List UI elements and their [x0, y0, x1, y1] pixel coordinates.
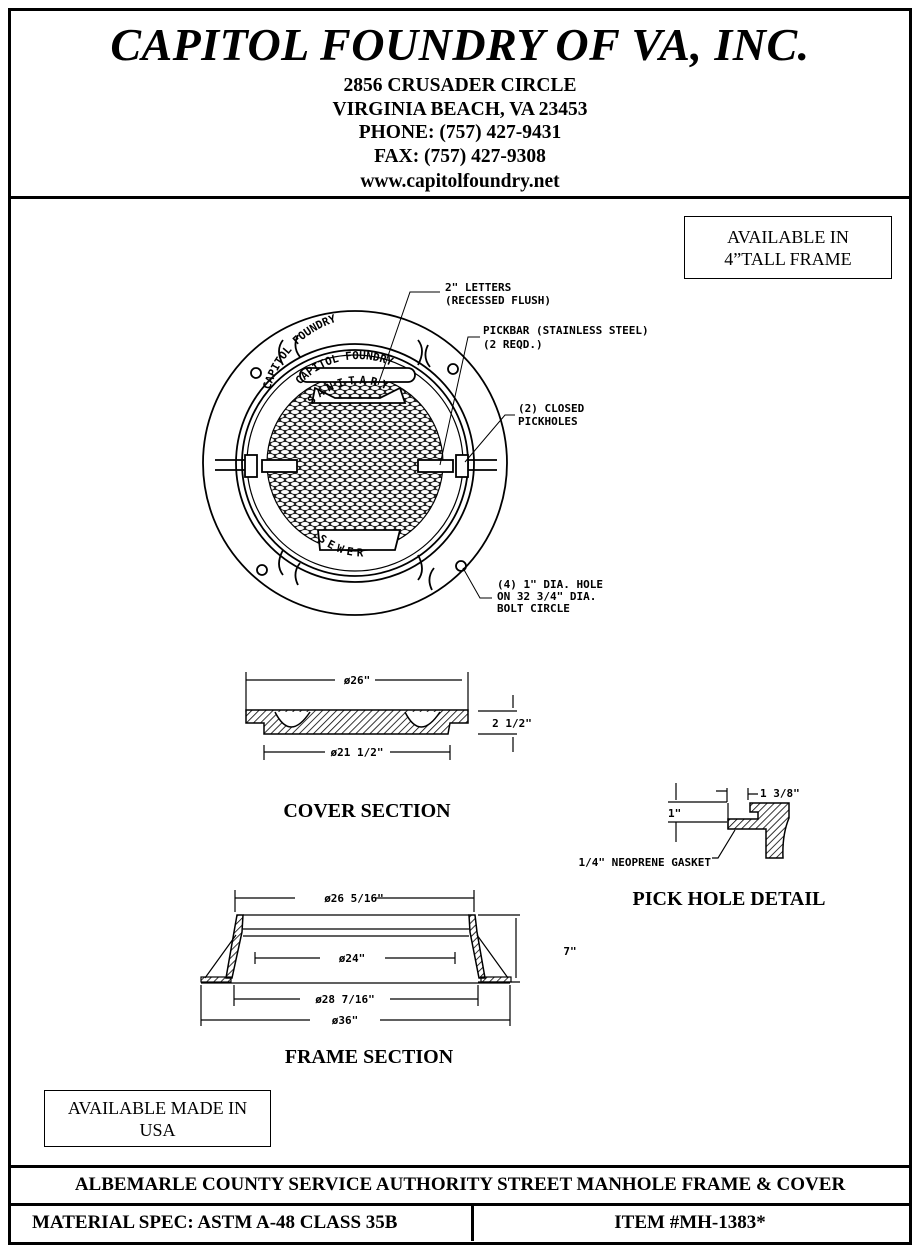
cover-dim-bottom: ø21 1/2": [331, 746, 384, 759]
footer-divider: [8, 1165, 912, 1168]
pick-dim-width: 1 3/8": [760, 787, 800, 800]
cover-section-drawing: [245, 672, 517, 760]
cover-section-title: COVER SECTION: [283, 800, 451, 822]
tall-frame-note-line2: 4”TALL FRAME: [724, 248, 852, 269]
cover-dim-top: ø26": [344, 674, 371, 687]
website-link[interactable]: www.capitolfoundry.net: [360, 171, 560, 192]
frame-dim-inner: ø24": [339, 952, 366, 965]
pick-dim-height: 1": [668, 807, 681, 820]
frame-dim-base: ø28 7/16": [315, 993, 375, 1006]
callout-letters-1: 2" LETTERS: [445, 281, 511, 294]
tall-frame-note-line1: AVAILABLE IN: [727, 226, 849, 247]
made-in-usa-line1: AVAILABLE MADE IN: [67, 1097, 248, 1118]
tall-frame-note: AVAILABLE IN 4”TALL FRAME: [684, 216, 892, 279]
frame-dim-top: ø26 5/16": [324, 892, 384, 905]
page-border: [8, 8, 912, 1245]
callout-holes-2: ON 32 3/4" DIA.: [497, 590, 596, 603]
callout-pickbar-2: (2 REQD.): [483, 338, 543, 351]
item-number: ITEM #MH-1383*: [614, 1212, 766, 1233]
material-spec: MATERIAL SPEC: ASTM A-48 CLASS 35B: [32, 1212, 398, 1233]
phone: PHONE: (757) 427-9431: [358, 122, 562, 143]
pick-hole-detail-drawing: [668, 783, 790, 859]
callout-holes-1: (4) 1" DIA. HOLE: [497, 578, 603, 591]
made-in-usa-line2: USA: [139, 1119, 176, 1140]
callout-pickholes-1: (2) CLOSED: [518, 402, 585, 415]
callout-pickbar-1: PICKBAR (STAINLESS STEEL): [483, 324, 649, 337]
product-description: ALBEMARLE COUNTY SERVICE AUTHORITY STREE…: [74, 1174, 846, 1195]
frame-dim-flange: ø36": [332, 1014, 359, 1027]
pick-gasket-label: 1/4" NEOPRENE GASKET: [579, 856, 712, 869]
header-divider: [8, 196, 912, 199]
footer-column-divider: [471, 1203, 474, 1241]
frame-dim-height: 7": [563, 945, 576, 958]
address-line-2: VIRGINIA BEACH, VA 23453: [332, 99, 588, 120]
address-line-1: 2856 CRUSADER CIRCLE: [343, 75, 577, 96]
callout-letters-2: (RECESSED FLUSH): [445, 294, 551, 307]
pick-hole-detail-title: PICK HOLE DETAIL: [633, 888, 826, 910]
frame-section-drawing: [200, 890, 520, 1026]
manhole-plan-view: [202, 291, 515, 616]
made-in-usa-note: AVAILABLE MADE IN USA: [44, 1090, 271, 1147]
fax: FAX: (757) 427-9308: [374, 146, 546, 167]
footer-row-divider: [8, 1203, 912, 1206]
frame-section-title: FRAME SECTION: [285, 1046, 454, 1068]
callout-pickholes-2: PICKHOLES: [518, 415, 578, 428]
cover-dim-height: 2 1/2": [492, 717, 532, 730]
company-name: CAPITOL FOUNDRY OF VA, INC.: [110, 19, 810, 70]
callout-holes-3: BOLT CIRCLE: [497, 602, 570, 615]
